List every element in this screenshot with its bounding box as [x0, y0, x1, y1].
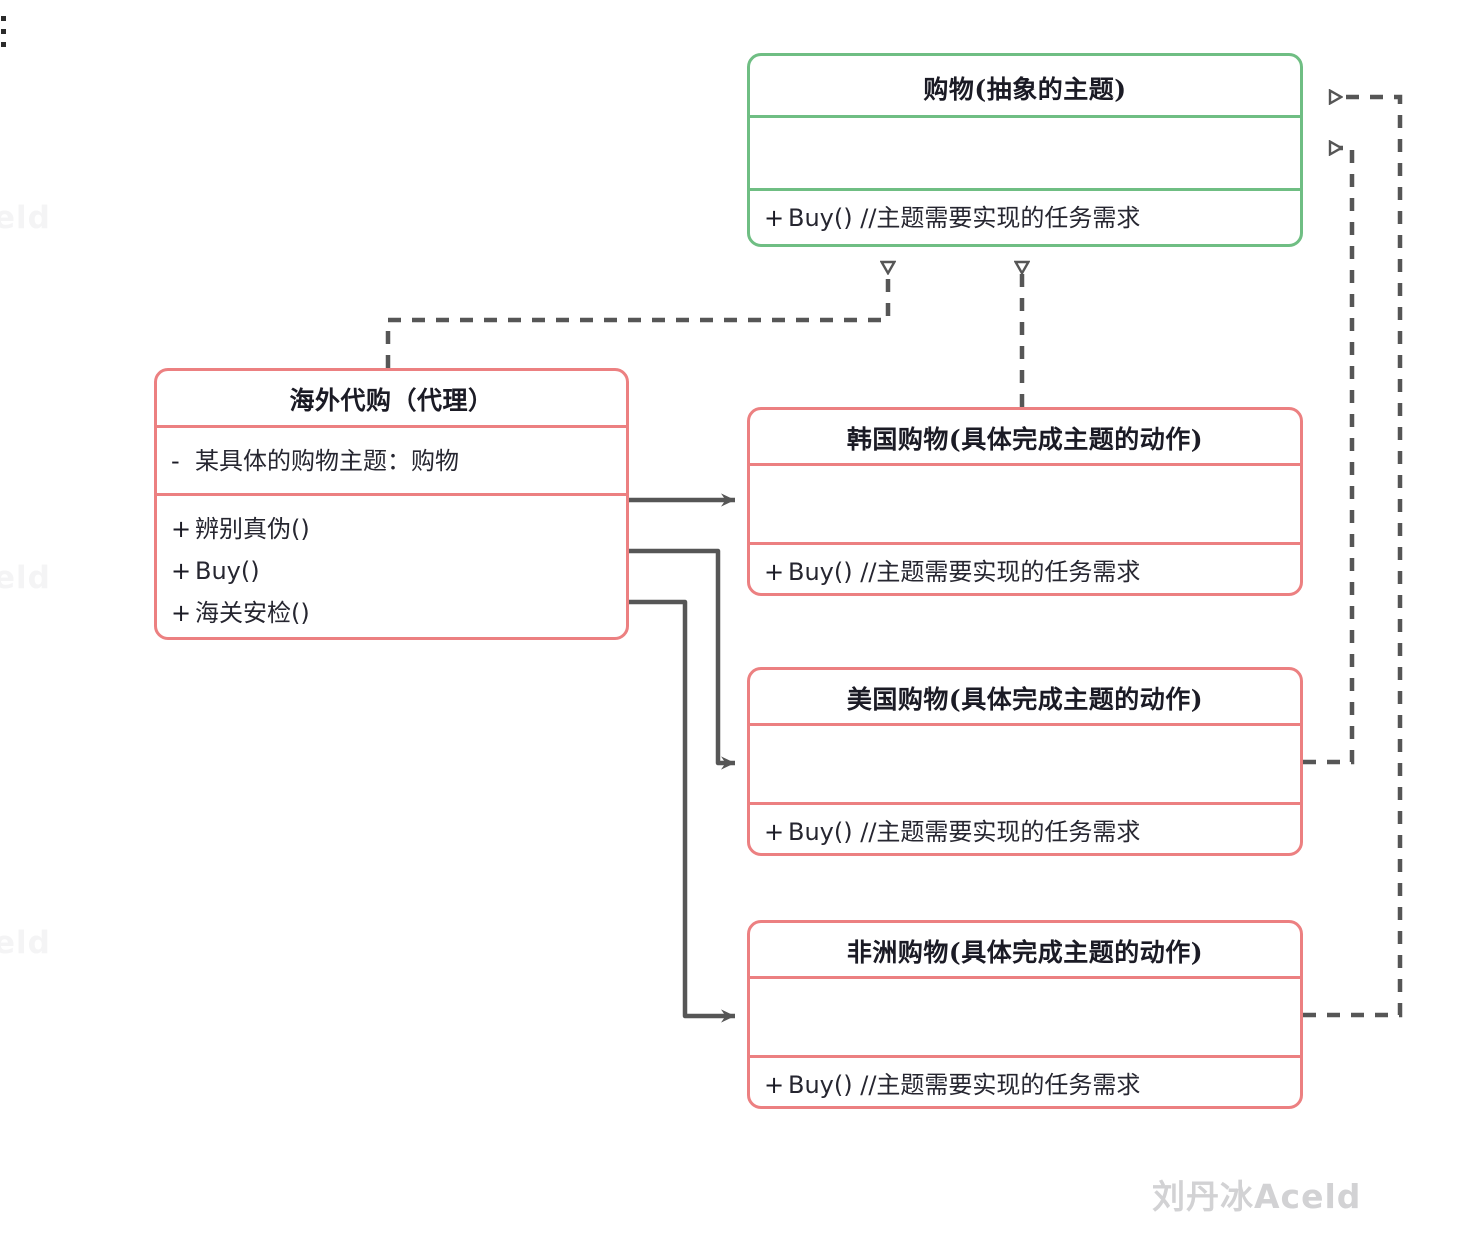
watermark-author: 刘丹冰Aceld	[1152, 1177, 1362, 1216]
class-divider	[750, 542, 1300, 545]
corner-dots-marker	[1, 16, 11, 55]
class-divider	[750, 115, 1300, 118]
watermark-edge-fragment: eld	[0, 200, 51, 236]
class-divider	[750, 802, 1300, 805]
class-title-korea: 韩国购物(具体完成主题的动作)	[846, 425, 1204, 454]
visibility-marker: +	[171, 557, 192, 585]
method-signature: Buy() //主题需要实现的任务需求	[788, 204, 1141, 232]
class-divider	[750, 976, 1300, 979]
class-box-africa[interactable]: 非洲购物(具体完成主题的动作) +Buy() //主题需要实现的任务需求	[747, 920, 1303, 1109]
attribute-signature: 某具体的购物主题：购物	[195, 447, 459, 475]
visibility-marker: -	[171, 447, 180, 475]
class-divider	[750, 723, 1300, 726]
class-method-row: +Buy()	[171, 559, 616, 583]
edge-usa-realizes-subject	[1303, 148, 1355, 765]
class-divider	[750, 1055, 1300, 1058]
method-signature: Buy()	[195, 557, 260, 585]
corner-dot	[1, 16, 6, 21]
edge-africa-realizes-subject	[1303, 97, 1403, 1018]
method-signature: Buy() //主题需要实现的任务需求	[788, 1071, 1141, 1099]
watermark-edge-fragment: eld	[0, 560, 51, 596]
edge-proxy-realizes-subject	[385, 262, 888, 368]
method-signature: Buy() //主题需要实现的任务需求	[788, 558, 1141, 586]
class-method-row: +Buy() //主题需要实现的任务需求	[764, 1073, 1290, 1097]
class-box-usa[interactable]: 美国购物(具体完成主题的动作) +Buy() //主题需要实现的任务需求	[747, 667, 1303, 856]
visibility-marker: +	[764, 818, 785, 846]
class-divider	[157, 425, 626, 428]
class-method-row: +Buy() //主题需要实现的任务需求	[764, 206, 1290, 230]
visibility-marker: +	[764, 204, 785, 232]
class-method-row: +Buy() //主题需要实现的任务需求	[764, 560, 1290, 584]
visibility-marker: +	[171, 599, 192, 627]
class-title-subject: 购物(抽象的主题)	[923, 75, 1127, 104]
class-divider	[750, 463, 1300, 466]
class-title-proxy: 海外代购（代理）	[289, 386, 494, 415]
class-method-row: +Buy() //主题需要实现的任务需求	[764, 820, 1290, 844]
class-divider	[157, 493, 626, 496]
edge-proxy-uses-africa	[629, 599, 735, 1023]
class-box-proxy[interactable]: 海外代购（代理） -某具体的购物主题：购物 +辨别真伪() +Buy() +海关…	[154, 368, 629, 640]
method-signature: Buy() //主题需要实现的任务需求	[788, 818, 1141, 846]
visibility-marker: +	[764, 1071, 785, 1099]
class-title-africa: 非洲购物(具体完成主题的动作)	[846, 938, 1204, 967]
class-attribute-row: -某具体的购物主题：购物	[171, 449, 616, 473]
watermark-edge-fragment: eld	[0, 925, 51, 961]
corner-dot	[1, 42, 6, 47]
class-box-korea[interactable]: 韩国购物(具体完成主题的动作) +Buy() //主题需要实现的任务需求	[747, 407, 1303, 596]
edge-proxy-uses-usa	[629, 548, 735, 770]
class-divider	[750, 188, 1300, 191]
class-method-row: +辨别真伪()	[171, 517, 616, 541]
class-method-row: +海关安检()	[171, 601, 616, 625]
class-title-usa: 美国购物(具体完成主题的动作)	[846, 685, 1204, 714]
corner-dot	[1, 29, 6, 34]
visibility-marker: +	[171, 515, 192, 543]
method-signature: 辨别真伪()	[195, 515, 310, 543]
class-box-subject[interactable]: 购物(抽象的主题) +Buy() //主题需要实现的任务需求	[747, 53, 1303, 247]
visibility-marker: +	[764, 558, 785, 586]
method-signature: 海关安检()	[195, 599, 310, 627]
